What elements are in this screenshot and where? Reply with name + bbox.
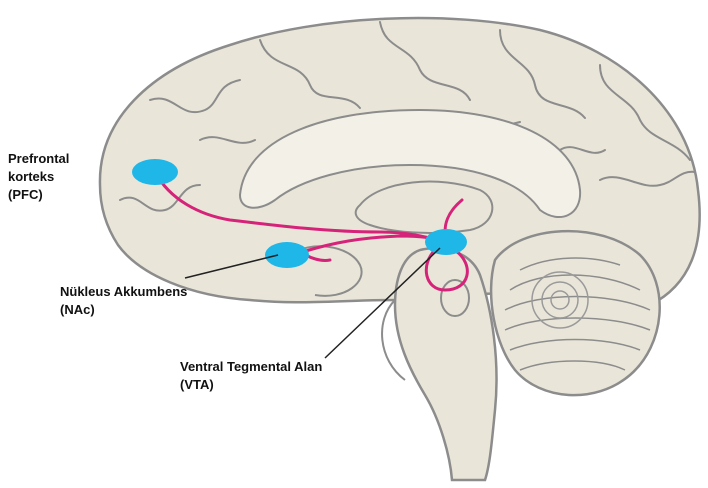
- label-nac: Nükleus Akkumbens (NAc): [60, 283, 187, 319]
- label-pfc-line2: korteks: [8, 168, 69, 186]
- label-pfc-line1: Prefrontal: [8, 150, 69, 168]
- label-pfc: Prefrontal korteks (PFC): [8, 150, 69, 204]
- label-pfc-line3: (PFC): [8, 186, 69, 204]
- region-nac: [265, 242, 309, 268]
- cerebellum: [491, 231, 660, 395]
- region-pfc: [132, 159, 178, 185]
- region-vta: [425, 229, 467, 255]
- label-vta-line1: Ventral Tegmental Alan: [180, 358, 322, 376]
- label-vta: Ventral Tegmental Alan (VTA): [180, 358, 322, 394]
- label-nac-line1: Nükleus Akkumbens: [60, 283, 187, 301]
- label-nac-line2: (NAc): [60, 301, 187, 319]
- label-vta-line2: (VTA): [180, 376, 322, 394]
- mamillary-body: [441, 280, 469, 316]
